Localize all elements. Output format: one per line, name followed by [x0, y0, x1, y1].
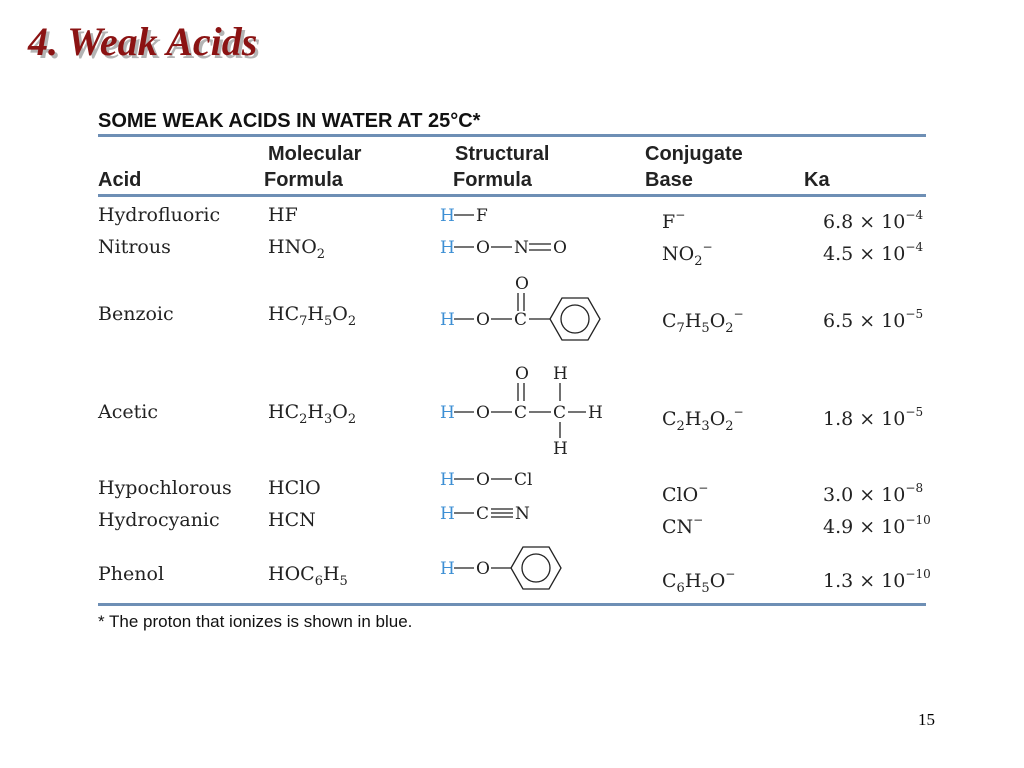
acid-name: Benzoic — [98, 303, 174, 325]
bottom-rule — [98, 603, 926, 606]
col-conjugate-line1: Conjugate — [645, 143, 743, 165]
atom-h: H — [553, 364, 568, 384]
molecular-formula: HC2H3O2 — [268, 401, 357, 427]
page-number: 15 — [918, 710, 935, 729]
conjugate-base: F− — [662, 208, 686, 233]
acid-name: Hydrocyanic — [98, 509, 220, 531]
benzene-ring — [510, 546, 562, 590]
atom-o: O — [553, 238, 567, 258]
atom-o: O — [476, 238, 490, 258]
atom-o: O — [515, 274, 529, 294]
molecular-formula: HCN — [268, 509, 316, 531]
structural-formula: H O Cl — [436, 468, 656, 492]
col-molecular-line1: Molecular — [268, 143, 362, 165]
atom-o: O — [476, 310, 490, 330]
atom-h: H — [440, 504, 455, 524]
slide-title: 4. Weak Acids — [28, 19, 258, 64]
conjugate-base: ClO− — [662, 481, 709, 506]
structural-formula: H O — [436, 542, 656, 594]
benzene-ring — [549, 297, 601, 341]
atom-c: C — [514, 310, 527, 330]
conjugate-base: CN− — [662, 513, 704, 538]
atom-o: O — [515, 364, 529, 384]
col-ka: Ka — [804, 169, 830, 191]
atom-f: F — [476, 206, 488, 226]
atom-o: O — [476, 403, 490, 423]
ka-value: 4.5 × 10−4 — [823, 240, 924, 265]
molecular-formula: HNO2 — [268, 236, 326, 262]
atom-h: H — [588, 403, 603, 423]
atom-h: H — [440, 238, 455, 258]
atom-h: H — [553, 439, 568, 456]
ka-value: 1.8 × 10−5 — [823, 405, 924, 430]
atom-o: O — [476, 470, 490, 490]
col-structural-line1: Structural — [455, 143, 550, 165]
conjugate-base: NO2− — [662, 240, 713, 269]
table-heading: SOME WEAK ACIDS IN WATER AT 25°C* — [98, 110, 481, 132]
acid-name: Hypochlorous — [98, 477, 232, 499]
weak-acids-table: SOME WEAK ACIDS IN WATER AT 25°C* Acid M… — [98, 106, 931, 636]
atom-n: N — [515, 504, 530, 524]
atom-c: C — [476, 504, 489, 524]
ka-value: 3.0 × 10−8 — [823, 481, 924, 506]
acid-name: Phenol — [98, 563, 165, 585]
atom-c: C — [553, 403, 566, 423]
structural-formula: O H O C — [436, 270, 656, 356]
molecular-formula: HOC6H5 — [268, 563, 348, 589]
atom-h: H — [440, 559, 455, 579]
atom-h: H — [440, 403, 455, 423]
col-acid: Acid — [98, 169, 142, 191]
top-rule — [98, 134, 926, 137]
conjugate-base: C7H5O2− — [662, 307, 744, 336]
acid-name: Nitrous — [98, 236, 171, 258]
acid-name: Acetic — [98, 401, 158, 423]
structural-formula: H C N — [436, 502, 656, 526]
structural-formula: H F — [436, 204, 656, 228]
acid-name: Hydrofluoric — [98, 204, 221, 226]
atom-h: H — [440, 470, 455, 490]
col-structural-line2: Formula — [453, 169, 532, 191]
col-conjugate-line2: Base — [645, 169, 693, 191]
conjugate-base: C2H3O2− — [662, 405, 744, 434]
molecular-formula: HF — [268, 204, 298, 226]
footnote: * The proton that ionizes is shown in bl… — [98, 612, 413, 631]
atom-c: C — [514, 403, 527, 423]
molecular-formula: HC7H5O2 — [268, 303, 357, 329]
ka-value: 4.9 × 10−10 — [823, 513, 931, 538]
atom-h: H — [440, 310, 455, 330]
structural-formula: H O N O — [436, 236, 656, 260]
ka-value: 6.5 × 10−5 — [823, 307, 924, 332]
conjugate-base: C6H5O− — [662, 567, 736, 596]
atom-cl: Cl — [514, 470, 532, 490]
header-rule — [98, 194, 926, 197]
atom-n: N — [514, 238, 529, 258]
col-molecular-line2: Formula — [264, 169, 343, 191]
atom-o: O — [476, 559, 490, 579]
ka-value: 1.3 × 10−10 — [823, 567, 931, 592]
molecular-formula: HClO — [268, 477, 321, 499]
ka-value: 6.8 × 10−4 — [823, 208, 924, 233]
structural-formula: O H H O C C H H — [436, 360, 656, 456]
atom-h: H — [440, 206, 455, 226]
